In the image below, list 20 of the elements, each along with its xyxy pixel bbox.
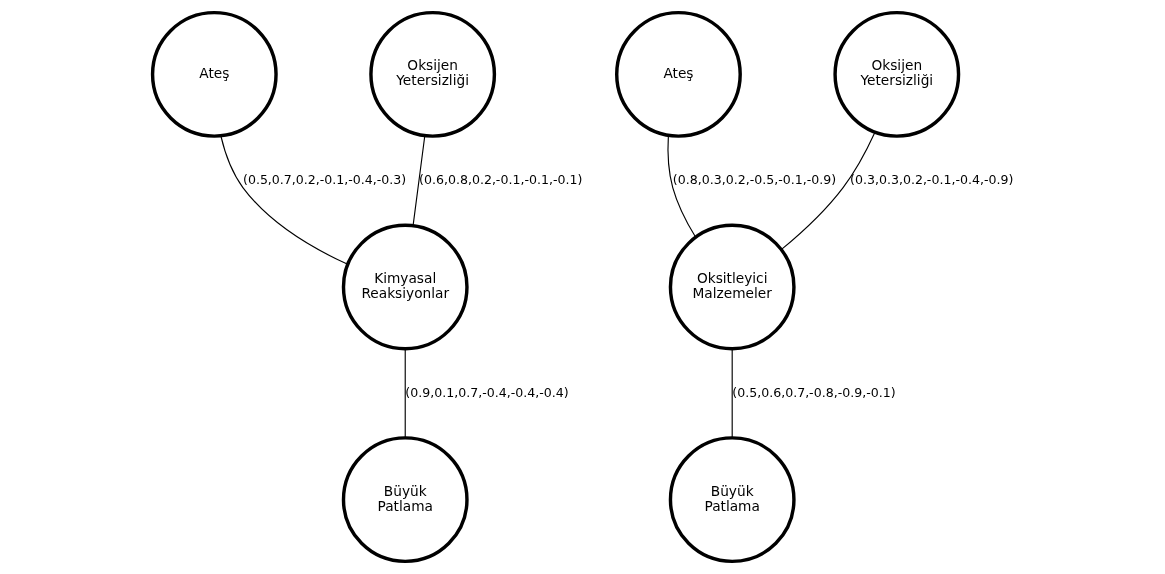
edge-label: (0.8,0.3,0.2,-0.5,-0.1,-0.9) — [672, 171, 836, 187]
node-circle: Ateş — [150, 10, 278, 138]
connector — [666, 134, 696, 238]
edge-label: (0.5,0.6,0.7,-0.8,-0.9,-0.1) — [731, 384, 896, 400]
connector — [731, 348, 733, 439]
node-circle: Büyük Patlama — [341, 436, 469, 564]
node-circle: Ateş — [614, 10, 742, 138]
node-circle: Oksitleyici Malzemeler — [668, 223, 796, 351]
node-circle: Oksijen Yetersizliği — [368, 10, 496, 138]
node-circle: Kimyasal Reaksiyonlar — [341, 223, 469, 351]
connector — [404, 348, 406, 439]
node-circle: Oksijen Yetersizliği — [832, 10, 960, 138]
connector — [780, 131, 876, 250]
connector — [412, 135, 425, 227]
edge-label: (0.5,0.7,0.2,-0.1,-0.4,-0.3) — [242, 171, 406, 187]
edge-label: (0.9,0.1,0.7,-0.4,-0.4,-0.4) — [404, 384, 569, 400]
node-circle: Büyük Patlama — [668, 436, 796, 564]
edge-label: (0.3,0.3,0.2,-0.1,-0.4,-0.9) — [849, 171, 1013, 187]
connector — [219, 135, 348, 265]
edge-label: (0.6,0.8,0.2,-0.1,-0.1,-0.1) — [418, 171, 582, 187]
